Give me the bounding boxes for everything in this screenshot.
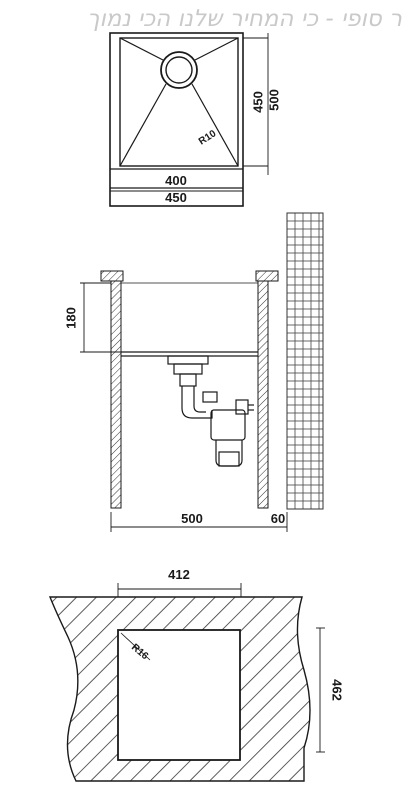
bowl-rim: [119, 37, 239, 167]
dim-width-450: 450: [165, 190, 187, 205]
drain-outer-ring: [160, 51, 198, 89]
dim-bowl-depth: 180: [63, 307, 78, 329]
dim-depth-500: 500: [266, 89, 281, 111]
tiled-wall: [286, 212, 324, 510]
cutout-view: [48, 583, 325, 782]
dim-cutout-depth: 462: [330, 679, 345, 701]
watermark-text: ר סופי - כי המחיר שלנו הכי נמוך: [87, 6, 402, 32]
countertop-left: [100, 270, 124, 282]
siphon-drain: [167, 355, 254, 467]
dim-cabinet-width: 500: [181, 511, 203, 526]
drain-inner-ring: [165, 56, 193, 84]
side-view: [80, 212, 324, 532]
corner-radius-label: R10: [197, 128, 219, 147]
dim-depth-450: 450: [250, 91, 265, 113]
countertop-right: [255, 270, 279, 282]
dim-wall-gap: 60: [271, 511, 285, 526]
cabinet-wall-right: [257, 280, 269, 509]
cutout-opening: [117, 629, 241, 761]
top-view: [109, 32, 269, 207]
dim-width-400: 400: [165, 173, 187, 188]
dim-cutout-width: 412: [168, 567, 190, 582]
cabinet-wall-left: [110, 280, 122, 509]
